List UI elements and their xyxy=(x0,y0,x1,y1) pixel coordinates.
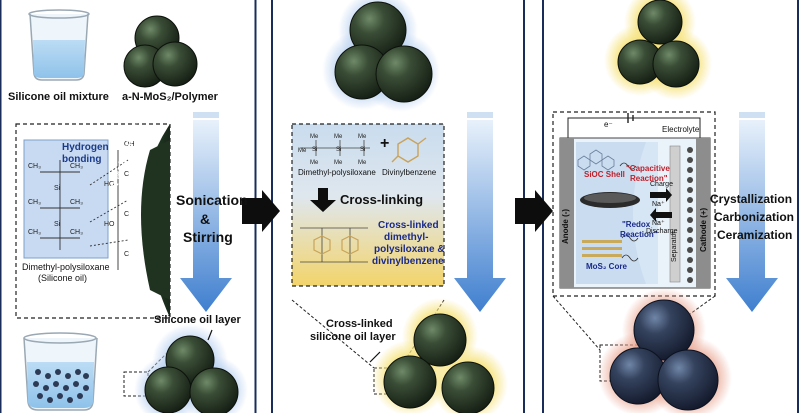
anode-label: Anode (-) xyxy=(561,208,570,244)
mos2-core-label: MoS₂ Core xyxy=(586,262,627,271)
capacitive-line2: Reaction" xyxy=(630,174,668,183)
panel-arrow-1 xyxy=(242,190,280,232)
svg-text:OH: OH xyxy=(124,141,135,148)
crosslinked-layer-line1: Cross-linked xyxy=(326,318,393,330)
crosslinked-product-line1: Cross-linked xyxy=(378,220,439,231)
svg-text:Me: Me xyxy=(358,134,367,140)
svg-text:Me: Me xyxy=(358,160,367,166)
svg-text:CH₃: CH₃ xyxy=(70,163,83,170)
dimethyl-polysiloxane-label: Dimethyl-polysiloxane xyxy=(298,168,376,177)
svg-text:C: C xyxy=(124,171,129,178)
electrolyte-label: Electrolyte xyxy=(662,125,700,134)
charge-label: Charge xyxy=(650,181,673,188)
svg-text:CH₃: CH₃ xyxy=(28,199,41,206)
svg-text:CH₃: CH₃ xyxy=(70,229,83,236)
svg-text:HO: HO xyxy=(104,181,115,188)
sioc-shell-label: SiOC Shell xyxy=(584,170,625,179)
sonication-label: Sonication xyxy=(176,192,248,208)
divinylbenzene-label: Divinylbenzene xyxy=(382,168,437,177)
separator-label: Separator xyxy=(671,231,678,262)
svg-text:Si: Si xyxy=(54,221,61,228)
panel-arrow-2 xyxy=(515,190,553,232)
svg-text:Si: Si xyxy=(360,147,365,153)
beaker-bottom-icon xyxy=(23,332,171,411)
ceramization-label: Ceramization xyxy=(717,228,793,242)
svg-text:CH₃: CH₃ xyxy=(28,163,41,170)
cross-linking-label: Cross-linking xyxy=(340,192,424,207)
electron-label: e⁻ xyxy=(604,120,613,129)
na-plus-1-label: Na⁺ xyxy=(652,201,665,208)
hydrogen-bonding-label: Hydrogen bonding xyxy=(62,142,109,165)
process-arrow-1 xyxy=(180,112,232,312)
battery-cell-diagram xyxy=(552,111,716,382)
yellow-glow-spheres-icon xyxy=(291,298,508,413)
na-plus-2-label: Na⁺ xyxy=(652,220,665,227)
svg-text:Si: Si xyxy=(336,147,341,153)
svg-text:Si: Si xyxy=(54,185,61,192)
crosslinked-product-line4: divinylbenzene xyxy=(372,256,444,267)
svg-text:CH₃: CH₃ xyxy=(70,199,83,206)
plus-sign: + xyxy=(380,135,390,152)
final-spheres-icon xyxy=(598,288,732,413)
svg-text:HO: HO xyxy=(104,221,115,228)
blue-glow-spheres-icon xyxy=(322,0,440,112)
discharge-label: Discharge xyxy=(646,228,678,235)
crosslinked-product-line3: polysiloxane & xyxy=(374,244,445,255)
ampersand-label: & xyxy=(200,211,211,227)
svg-text:Si: Si xyxy=(312,147,317,153)
polymer-label: a-N-MoS₂/Polymer xyxy=(122,91,218,103)
svg-text:Me: Me xyxy=(334,134,343,140)
silicone-oil-mixture-label: Silicone oil mixture xyxy=(8,91,109,103)
yellow-spheres-top-icon xyxy=(604,0,712,100)
svg-text:Me: Me xyxy=(298,148,307,154)
carbonization-label: Carbonization xyxy=(714,210,794,224)
capacitive-line1: "Capacitive xyxy=(626,164,670,173)
svg-text:C: C xyxy=(124,211,129,218)
dimethyl-caption-line2: (Silicone oil) xyxy=(38,273,88,283)
svg-text:C: C xyxy=(124,251,129,258)
svg-text:Me: Me xyxy=(334,160,343,166)
crystallization-label: Crystallization xyxy=(710,192,793,206)
cathode-label: Cathode (+) xyxy=(699,207,708,252)
process-arrow-2 xyxy=(454,112,506,312)
redox-line2: Reaction" xyxy=(620,230,658,239)
crosslinked-layer-line2: silicone oil layer xyxy=(310,331,396,343)
svg-text:CH₃: CH₃ xyxy=(28,229,41,236)
process-arrow-3 xyxy=(726,112,778,312)
redox-line1: "Redox xyxy=(622,220,651,229)
svg-text:Me: Me xyxy=(310,160,319,166)
crosslinked-product-line2: dimethyl- xyxy=(384,232,429,243)
beaker-top-icon xyxy=(28,9,90,81)
dimethyl-caption-line1: Dimethyl-polysiloxane xyxy=(22,262,110,272)
stirring-label: Stirring xyxy=(183,229,233,245)
coated-spheres-icon xyxy=(134,324,248,413)
polymer-spheres-icon xyxy=(123,15,198,88)
silicone-oil-layer-label: Silicone oil layer xyxy=(154,314,241,326)
svg-text:Me: Me xyxy=(310,134,319,140)
